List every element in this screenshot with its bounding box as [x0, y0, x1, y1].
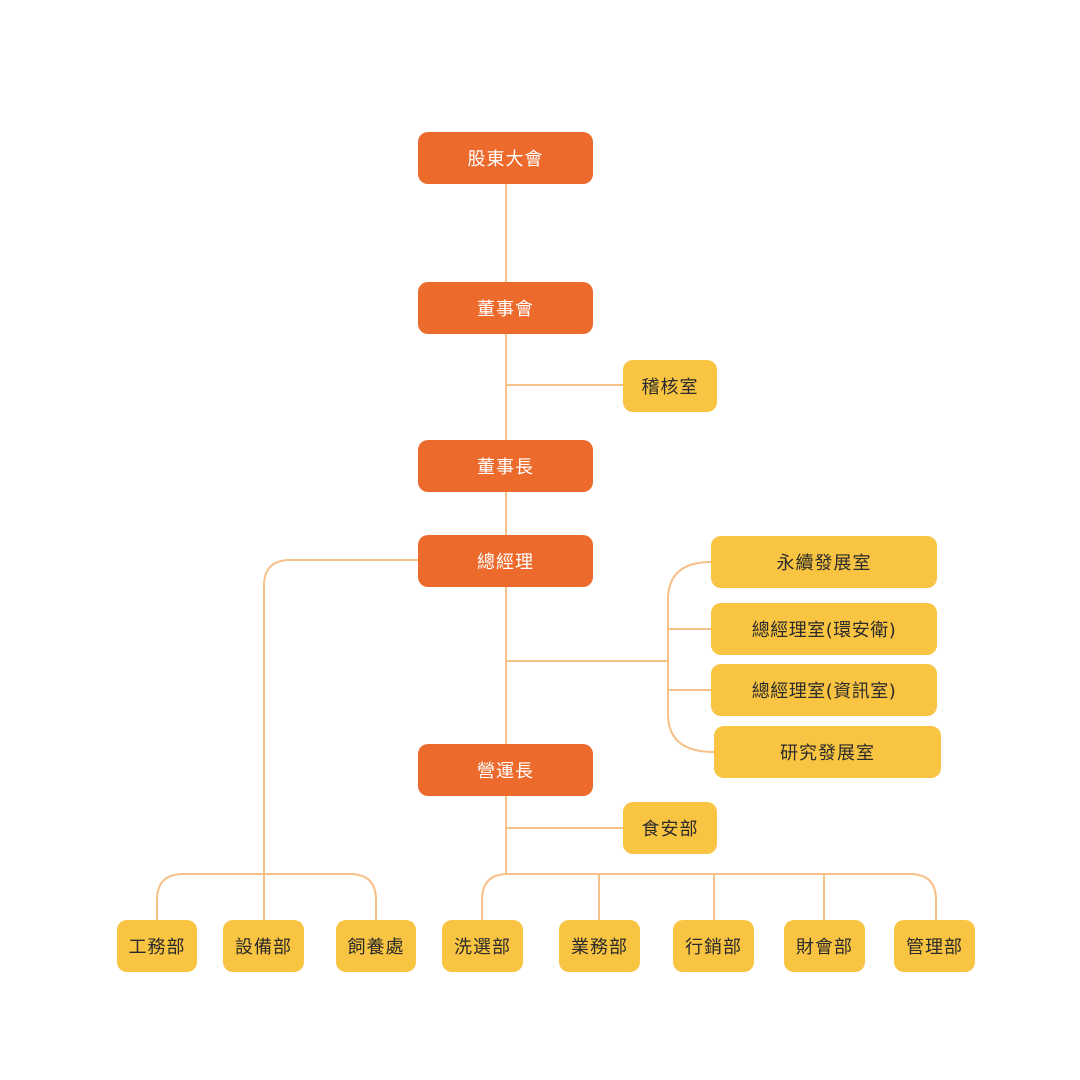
node-sorting: 洗選部	[442, 920, 523, 972]
node-feed: 飼養處	[336, 920, 416, 972]
node-equipment: 設備部	[223, 920, 304, 972]
node-engineering: 工務部	[117, 920, 197, 972]
node-sustainability: 永續發展室	[711, 536, 937, 588]
connector-left-group	[156, 873, 377, 920]
node-management: 管理部	[894, 920, 975, 972]
node-coo: 營運長	[418, 744, 593, 796]
connector-gm-left	[263, 559, 418, 920]
node-rd: 研究發展室	[714, 726, 941, 778]
node-gm-it: 總經理室(資訊室)	[711, 664, 937, 716]
connector-right-group	[481, 873, 937, 920]
node-chairman: 董事長	[418, 440, 593, 492]
node-sales: 業務部	[559, 920, 640, 972]
connector-offices-bracket	[667, 561, 715, 753]
node-audit: 稽核室	[623, 360, 717, 412]
node-food-safety: 食安部	[623, 802, 717, 854]
node-gm: 總經理	[418, 535, 593, 587]
node-finance: 財會部	[784, 920, 865, 972]
node-shareholders: 股東大會	[418, 132, 593, 184]
node-board: 董事會	[418, 282, 593, 334]
node-gm-env: 總經理室(環安衛)	[711, 603, 937, 655]
node-marketing: 行銷部	[673, 920, 754, 972]
